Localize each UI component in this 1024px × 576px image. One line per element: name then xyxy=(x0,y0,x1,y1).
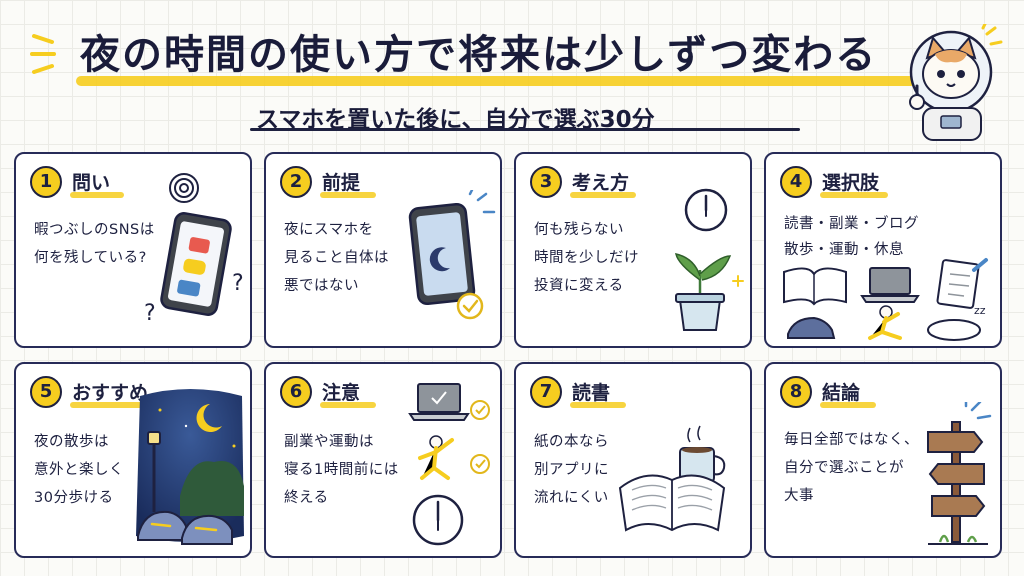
card-text-line: 紙の本なら xyxy=(534,434,609,450)
card-title: 考え方 xyxy=(572,172,630,194)
title-highlight xyxy=(570,402,626,408)
card-text-line: 夜にスマホを xyxy=(284,222,374,238)
card-number-badge: 7 xyxy=(530,376,562,408)
card-text-line: 終える xyxy=(284,490,329,506)
title-highlight xyxy=(70,402,156,408)
card-text-line: 投資に変える xyxy=(534,278,624,294)
card-title: 読書 xyxy=(572,382,611,404)
card-title: おすすめ xyxy=(72,382,149,404)
card-text-line: 悪ではない xyxy=(284,278,359,294)
card-text-line: 散歩・運動・休息 xyxy=(784,242,904,258)
title-highlight xyxy=(570,192,636,198)
card-question: 1 問い 暇つぶしのSNSは 何を残している? ? ? xyxy=(14,152,252,348)
card-number-badge: 8 xyxy=(780,376,812,408)
options-illustration-icon: zz xyxy=(783,258,988,341)
card-title: 結論 xyxy=(822,382,861,404)
phone-moon-icon xyxy=(408,190,496,320)
card-mindset: 3 考え方 何も残らない 時間を少しだけ 投資に変える xyxy=(514,152,752,348)
laptop-exercise-clock-icon xyxy=(408,383,490,546)
card-text-line: 流れにくい xyxy=(534,490,609,506)
card-text-line: 暇つぶしのSNSは xyxy=(34,222,155,238)
card-title: 問い xyxy=(72,172,111,194)
card-text-line: 何を残している? xyxy=(34,250,147,266)
title-highlight xyxy=(820,402,876,408)
card-number-badge: 4 xyxy=(780,166,812,198)
accent-lines-icon xyxy=(30,34,56,74)
title-highlight xyxy=(820,192,888,198)
card-number-badge: 1 xyxy=(30,166,62,198)
card-text-line: 見ること自体は xyxy=(284,250,389,266)
card-title: 前提 xyxy=(322,172,361,194)
astronaut-cat-icon xyxy=(909,24,1003,141)
title-highlight xyxy=(320,192,376,198)
card-title: 注意 xyxy=(322,382,361,404)
title-highlight xyxy=(76,76,916,86)
svg-text:?: ? xyxy=(144,301,156,326)
signpost-icon xyxy=(927,402,992,545)
card-conclusion: 8 結論 毎日全部ではなく、 自分で選ぶことが 大事 xyxy=(764,362,1002,558)
card-text-line: 副業や運動は xyxy=(284,434,374,450)
card-text-line: 大事 xyxy=(784,488,814,504)
card-text-line: 別アプリに xyxy=(534,462,609,478)
title-highlight xyxy=(70,192,124,198)
subtitle-underline xyxy=(250,128,800,131)
card-text-line: 毎日全部ではなく、 xyxy=(784,432,919,448)
book-coffee-icon xyxy=(618,425,726,532)
card-text-line: 意外と楽しく xyxy=(34,462,124,478)
page-title: 夜の時間の使い方で将来は少しずつ変わる xyxy=(80,32,878,78)
card-number-badge: 5 xyxy=(30,376,62,408)
card-recommendation: 5 おすすめ 夜の散歩は 意外と楽しく 30分歩ける xyxy=(14,362,252,558)
night-walk-icon xyxy=(136,389,244,545)
card-text-line: 30分歩ける xyxy=(34,490,114,506)
card-reading: 7 読書 紙の本なら 別アプリに 流れにくい xyxy=(514,362,752,558)
card-text-line: 時間を少しだけ xyxy=(534,250,639,266)
phone-question-icon: ? ? xyxy=(144,173,244,326)
card-text-line: 夜の散歩は xyxy=(34,434,109,450)
card-text-line: 寝る1時間前には xyxy=(284,462,399,478)
card-number-badge: 6 xyxy=(280,376,312,408)
card-text-line: 自分で選ぶことが xyxy=(784,460,904,476)
svg-text:zz: zz xyxy=(974,304,986,317)
title-highlight xyxy=(320,402,376,408)
card-caution: 6 注意 副業や運動は 寝る1時間前には 終える xyxy=(264,362,502,558)
card-number-badge: 3 xyxy=(530,166,562,198)
card-title: 選択肢 xyxy=(822,172,880,194)
card-premise: 2 前提 夜にスマホを 見ること自体は 悪ではない xyxy=(264,152,502,348)
clock-plant-icon xyxy=(675,188,744,331)
card-number-badge: 2 xyxy=(280,166,312,198)
card-text-line: 読書・副業・ブログ xyxy=(784,216,919,232)
card-options: 4 選択肢 読書・副業・ブログ 散歩・運動・休息 zz xyxy=(764,152,1002,348)
svg-text:?: ? xyxy=(232,271,244,296)
card-text-line: 何も残らない xyxy=(534,222,624,238)
